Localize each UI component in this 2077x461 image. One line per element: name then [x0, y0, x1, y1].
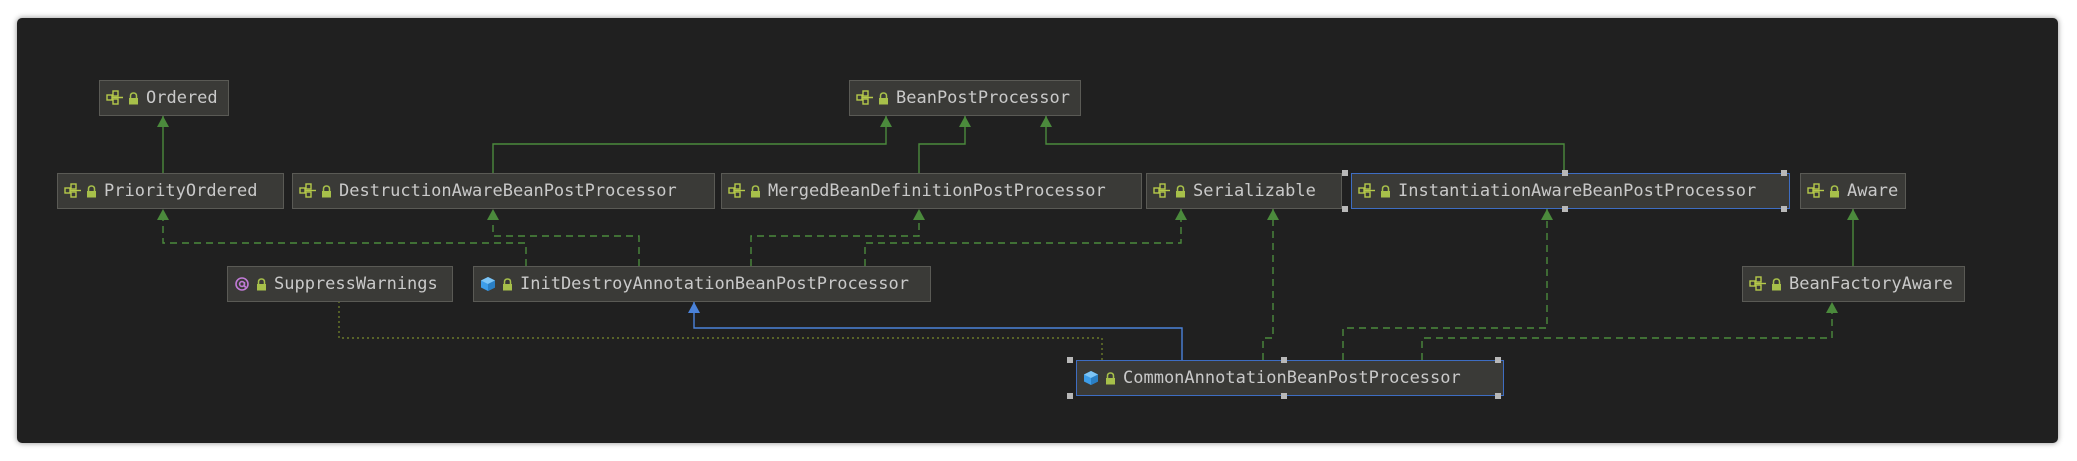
- arrowhead: [913, 209, 925, 220]
- selection-handle[interactable]: [1781, 170, 1787, 176]
- interface-icon: [64, 183, 82, 199]
- arrowhead: [880, 116, 892, 127]
- node-label: BeanFactoryAware: [1789, 274, 1953, 294]
- edge-common-annotation-to-instantiation-aware: [1342, 209, 1548, 360]
- node-bean-factory-aware[interactable]: BeanFactoryAware: [1742, 266, 1965, 302]
- edge-init-destroy-to-merged-bean-definition: [750, 209, 920, 266]
- selection-handle[interactable]: [1067, 357, 1073, 363]
- selection-handle[interactable]: [1561, 170, 1568, 176]
- node-init-destroy[interactable]: InitDestroyAnnotationBeanPostProcessor: [473, 266, 931, 302]
- node-label: Aware: [1847, 181, 1899, 201]
- public-lock-icon: [1829, 184, 1840, 198]
- edge-merged-bean-definition-to-bean-post-processor: [918, 116, 966, 173]
- public-lock-icon: [86, 184, 97, 198]
- arrowhead: [157, 116, 169, 127]
- arrowhead: [1175, 209, 1187, 220]
- selection-handle[interactable]: [1781, 206, 1787, 212]
- class-icon: [480, 276, 498, 292]
- public-lock-icon: [750, 184, 761, 198]
- node-instantiation-aware[interactable]: InstantiationAwareBeanPostProcessor: [1351, 173, 1790, 209]
- interface-icon: [1153, 183, 1171, 199]
- class-icon: [1083, 370, 1101, 386]
- interface-icon: [1807, 183, 1825, 199]
- node-serializable[interactable]: Serializable: [1146, 173, 1342, 209]
- node-aware[interactable]: Aware: [1800, 173, 1906, 209]
- selection-handle[interactable]: [1342, 206, 1348, 212]
- arrowhead: [1541, 209, 1553, 220]
- interface-icon: [728, 183, 746, 199]
- interface-icon: [299, 183, 317, 199]
- public-lock-icon: [1175, 184, 1186, 198]
- selection-handle[interactable]: [1281, 357, 1287, 363]
- selection-handle[interactable]: [1281, 393, 1287, 399]
- node-label: BeanPostProcessor: [896, 88, 1070, 108]
- edge-instantiation-aware-to-bean-post-processor: [1045, 116, 1565, 173]
- node-label: PriorityOrdered: [104, 181, 258, 201]
- node-bean-post-processor[interactable]: BeanPostProcessor: [849, 80, 1081, 116]
- arrowhead: [1040, 116, 1052, 127]
- public-lock-icon: [878, 91, 889, 105]
- edge-common-annotation-to-suppress-warnings: [338, 302, 1103, 360]
- public-lock-icon: [502, 277, 513, 291]
- interface-icon: [106, 90, 124, 106]
- edge-init-destroy-to-priority-ordered: [162, 209, 527, 266]
- node-label: Serializable: [1193, 181, 1316, 201]
- interface-icon: [1358, 183, 1376, 199]
- edge-destruction-aware-to-bean-post-processor: [492, 116, 887, 173]
- arrowhead: [487, 209, 499, 220]
- arrowhead: [157, 209, 169, 220]
- public-lock-icon: [1105, 371, 1116, 385]
- node-common-annotation[interactable]: CommonAnnotationBeanPostProcessor: [1076, 360, 1504, 396]
- arrowhead: [1847, 209, 1859, 220]
- node-destruction-aware[interactable]: DestructionAwareBeanPostProcessor: [292, 173, 715, 209]
- arrowhead: [688, 302, 700, 313]
- node-label: DestructionAwareBeanPostProcessor: [339, 181, 677, 201]
- selection-handle[interactable]: [1561, 206, 1568, 212]
- selection-handle[interactable]: [1342, 170, 1348, 176]
- node-label: Ordered: [146, 88, 218, 108]
- public-lock-icon: [321, 184, 332, 198]
- public-lock-icon: [256, 277, 267, 291]
- public-lock-icon: [128, 91, 139, 105]
- arrowhead: [1267, 209, 1279, 220]
- node-label: SuppressWarnings: [274, 274, 438, 294]
- node-suppress-warnings[interactable]: SuppressWarnings: [227, 266, 453, 302]
- edge-common-annotation-to-bean-factory-aware: [1421, 302, 1833, 360]
- node-label: InstantiationAwareBeanPostProcessor: [1398, 181, 1757, 201]
- edge-common-annotation-to-serializable: [1262, 209, 1274, 360]
- annotation-icon: [234, 276, 252, 292]
- selection-handle[interactable]: [1495, 393, 1501, 399]
- diagram-edges: [157, 116, 1859, 360]
- public-lock-icon: [1771, 277, 1782, 291]
- node-label: MergedBeanDefinitionPostProcessor: [768, 181, 1106, 201]
- node-label: CommonAnnotationBeanPostProcessor: [1123, 368, 1461, 388]
- edge-common-annotation-to-init-destroy: [693, 302, 1183, 360]
- interface-icon: [856, 90, 874, 106]
- node-ordered[interactable]: Ordered: [99, 80, 229, 116]
- node-label: InitDestroyAnnotationBeanPostProcessor: [520, 274, 909, 294]
- interface-icon: [1749, 276, 1767, 292]
- arrowhead: [1826, 302, 1838, 313]
- selection-handle[interactable]: [1495, 357, 1501, 363]
- node-merged-bean-definition[interactable]: MergedBeanDefinitionPostProcessor: [721, 173, 1142, 209]
- edge-init-destroy-to-destruction-aware: [492, 209, 640, 266]
- edge-init-destroy-to-serializable: [864, 209, 1182, 266]
- selection-handle[interactable]: [1067, 393, 1073, 399]
- public-lock-icon: [1380, 184, 1391, 198]
- arrowhead: [959, 116, 971, 127]
- node-priority-ordered[interactable]: PriorityOrdered: [57, 173, 284, 209]
